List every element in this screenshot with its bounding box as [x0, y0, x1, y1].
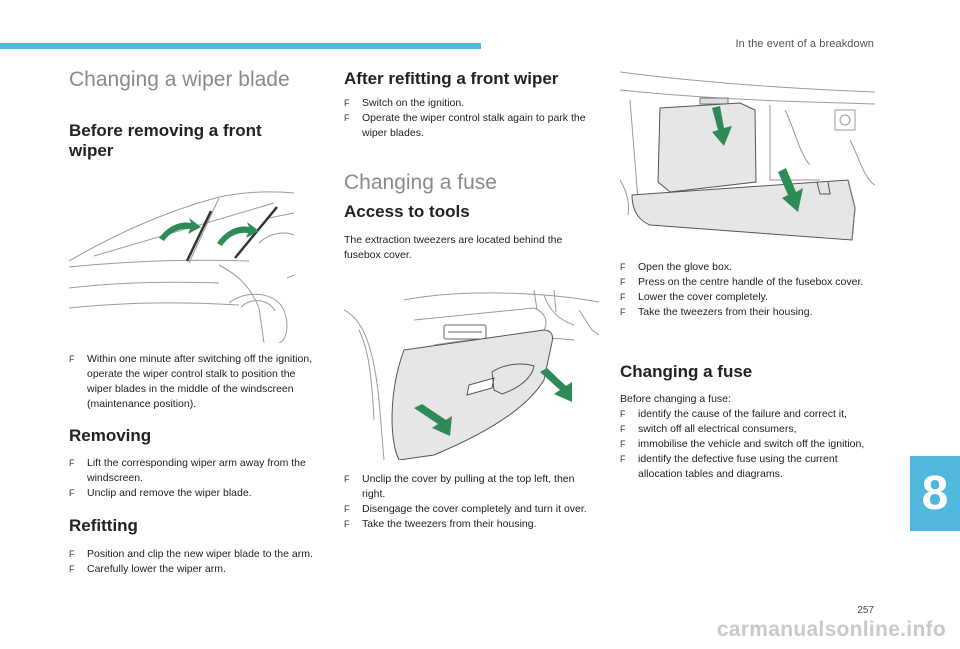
page-title-wiper: Changing a wiper blade [69, 68, 290, 91]
access-to-tools-text: The extraction tweezers are located behi… [344, 234, 563, 261]
list-item: Press on the centre handle of the fusebo… [620, 275, 875, 290]
glovebox-illustration [620, 71, 875, 241]
list-item: Carefully lower the wiper arm. [69, 562, 321, 577]
chapter-color-bar [0, 43, 481, 49]
list-item: Operate the wiper control stalk again to… [344, 111, 599, 141]
list-item: Within one minute after switching off th… [69, 352, 321, 412]
list-item: Unclip and remove the wiper blade. [69, 486, 321, 501]
fuse-section-title: Changing a fuse [344, 171, 497, 194]
list-item: Take the tweezers from their housing. [344, 517, 599, 532]
heading-refitting: Refitting [69, 516, 138, 535]
removing-steps: Lift the corresponding wiper arm away fr… [69, 456, 321, 501]
heading-access-to-tools: Access to tools [344, 202, 470, 221]
list-item: Lower the cover completely. [620, 290, 875, 305]
heading-removing: Removing [69, 426, 152, 445]
section-title: In the event of a breakdown [735, 38, 874, 50]
list-item: identify the defective fuse using the cu… [620, 452, 875, 482]
unclip-cover-steps: Unclip the cover by pulling at the top l… [344, 472, 599, 532]
list-item: Unclip the cover by pulling at the top l… [344, 472, 599, 502]
list-item: Disengage the cover completely and turn … [344, 502, 599, 517]
windscreen-wiper-illustration [69, 191, 294, 343]
heading-changing-a-fuse: Changing a fuse [620, 362, 753, 381]
glovebox-steps: Open the glove box. Press on the centre … [620, 260, 875, 320]
heading-after-refitting: After refitting a front wiper [344, 69, 559, 88]
chapter-number-tab: 8 [910, 456, 960, 531]
after-refitting-steps: Switch on the ignition. Operate the wipe… [344, 96, 599, 141]
list-item: Lift the corresponding wiper arm away fr… [69, 456, 321, 486]
list-item: Position and clip the new wiper blade to… [69, 547, 321, 562]
before-removing-steps: Within one minute after switching off th… [69, 352, 321, 412]
list-item: identify the cause of the failure and co… [620, 407, 875, 422]
changing-fuse-steps: identify the cause of the failure and co… [620, 407, 875, 482]
list-item: Switch on the ignition. [344, 96, 599, 111]
page-number: 257 [857, 605, 874, 616]
watermark: carmanualsonline.info [716, 618, 946, 641]
list-item: Open the glove box. [620, 260, 875, 275]
list-item: immobilise the vehicle and switch off th… [620, 437, 875, 452]
before-changing-text: Before changing a fuse: [620, 393, 731, 405]
list-item: Take the tweezers from their housing. [620, 305, 875, 320]
list-item: switch off all electrical consumers, [620, 422, 875, 437]
refitting-steps: Position and clip the new wiper blade to… [69, 547, 321, 577]
dashboard-fusebox-illustration [344, 290, 599, 460]
heading-before-removing: Before removing a front wiper [69, 121, 262, 160]
